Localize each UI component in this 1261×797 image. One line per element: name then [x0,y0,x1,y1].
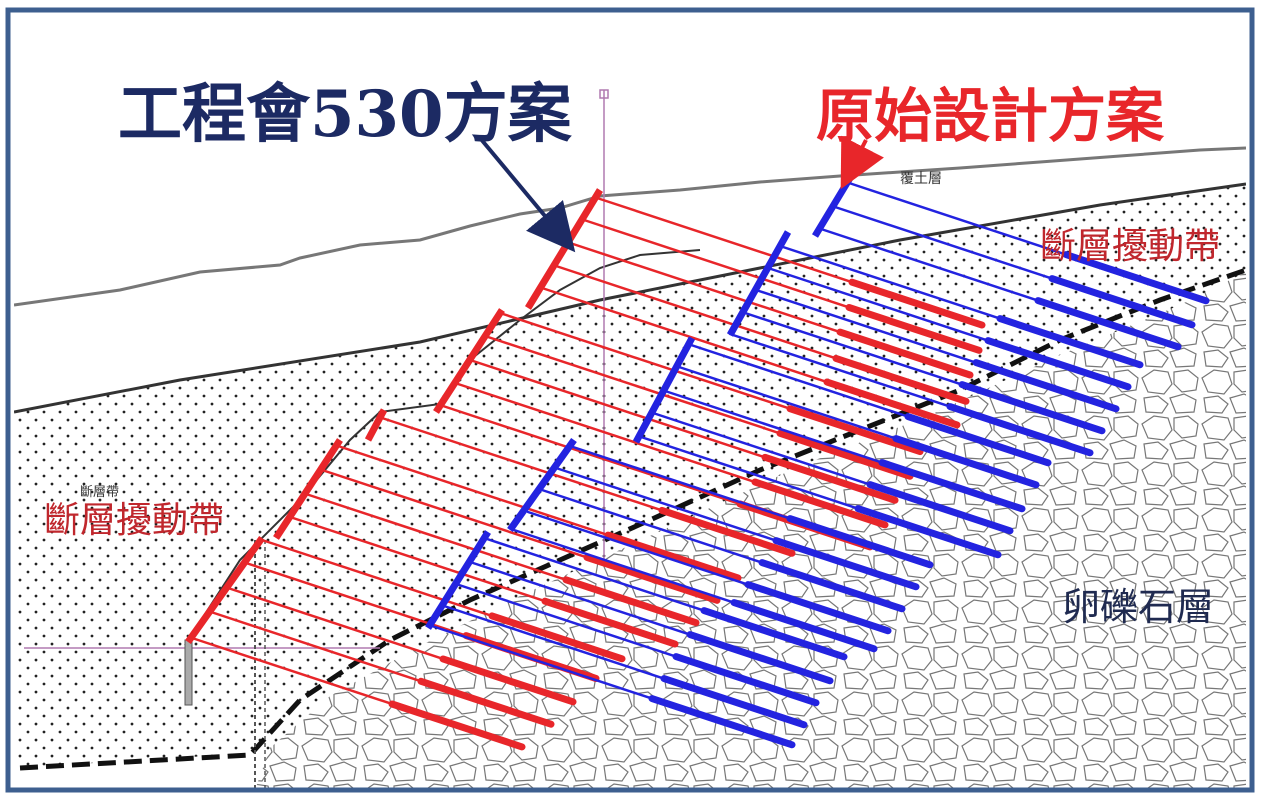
original-anchor-bond [730,599,878,653]
engineering-anchor-bond [786,405,924,456]
original-design-anchors [430,180,1210,749]
title-engineering-530: 工程會530方案 [118,77,573,152]
engineering-anchor-bond [562,576,700,627]
label-fault-zone-right: 斷層擾動帶 [1040,226,1220,267]
original-wall-2 [726,230,792,337]
geology-layers [14,89,1246,788]
engineering-anchor-bond [462,632,600,682]
original-anchor-bond [984,337,1132,391]
label-topsoil: 覆土層 [900,171,942,187]
engineering-anchor-bond [439,655,577,706]
engineering-anchor-bond [832,354,970,405]
engineering-anchor-bond [658,506,796,557]
original-anchor-bond [1062,251,1210,305]
original-wall-5 [425,530,491,630]
engineering-anchor-bond [417,677,555,728]
engineering-anchor-bond [836,328,974,379]
original-anchor-bond [854,505,1002,559]
engineering-anchor-bond [848,278,986,329]
engineering-wall-lower-b [273,438,343,540]
guide-marker [599,89,609,99]
retaining-wall-left [184,639,193,706]
title-original-design: 原始設計方案 [816,82,1165,150]
ground-surface-line [14,146,1246,307]
original-anchor-bond [878,459,1026,513]
original-anchor-bond [892,435,1040,489]
original-anchor-bond [772,537,920,591]
original-wall-4 [507,437,577,533]
original-anchor-bond [686,631,834,685]
original-anchor-bond [1048,275,1196,329]
topsoil-boundary-line [14,182,1246,414]
engineering-wall-mid [433,308,505,414]
original-anchor-bond [744,581,892,635]
original-anchor-bond [758,559,906,613]
label-left-small: 斷層帶 [80,485,119,500]
original-anchor-bond [904,413,1052,467]
original-anchor-bond [700,607,848,661]
engineering-anchor-bond [776,429,914,480]
original-anchor-bond [672,653,820,707]
dotted-fill-layer [14,184,1246,768]
engineering-anchor-bond [761,453,899,504]
original-anchor-bond [972,359,1120,413]
engineering-anchor-bond [604,531,742,582]
engineering-530-anchors [190,196,986,751]
engineering-arrow [478,136,576,253]
engineering-anchor-bond [751,478,889,529]
label-fault-zone-left: 斷層擾動帶 [44,500,224,541]
original-anchor-bond [866,481,1014,535]
engineering-wall-bottom [185,535,265,645]
engineering-anchor-bond [388,700,526,751]
original-anchor-bond [996,315,1144,369]
label-gravel-layer: 卵礫石層 [1062,585,1214,629]
original-anchor-bond [946,403,1094,457]
engineering-anchor-bond [823,378,961,429]
original-anchor-bond [786,515,934,569]
engineering-anchor-bond [583,553,721,604]
original-anchor-bond [958,381,1106,435]
original-anchor-bond [648,695,796,749]
engineering-anchor-bond [541,597,679,648]
original-anchor-bond [1034,297,1182,351]
frame-border [5,7,1255,793]
gravel-layer-fill [255,272,1246,788]
engineering-wall-lower-a [364,408,388,442]
original-wall-3 [632,336,696,444]
original-arrow [840,135,884,190]
engineering-anchor-bond [488,612,626,663]
engineering-anchor-bond [845,303,983,354]
original-anchor-bond [660,675,808,729]
